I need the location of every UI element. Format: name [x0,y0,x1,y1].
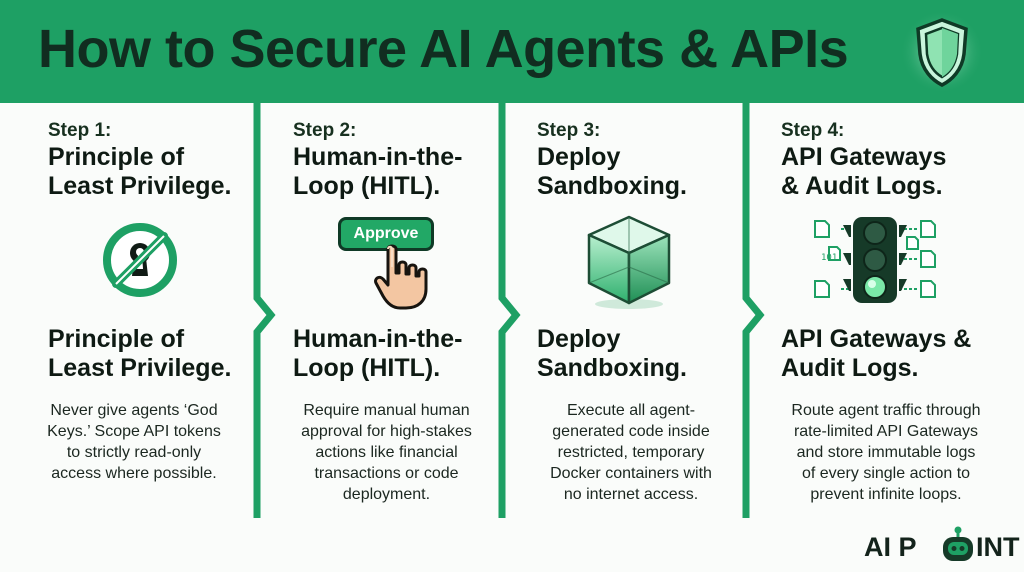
page-title: How to Secure AI Agents & APIs [38,19,849,79]
step-card-3: Step 3: Deploy Sandboxing. Deploy Sandbo… [521,103,741,518]
step-heading: Principle of Least Privilege. [48,325,232,382]
step-number: Step 1: [48,120,112,141]
step-description: Execute all agent- generated code inside… [550,402,712,503]
step-title: Human-in-the- Loop (HITL). [293,143,463,200]
column-divider [742,103,765,518]
step-title: API Gateways & Audit Logs. [781,143,947,200]
column-divider [253,103,276,518]
header-banner: How to Secure AI Agents & APIs [0,0,1024,103]
step-description: Never give agents ‘God Keys.’ Scope API … [47,402,221,482]
step-number: Step 2: [293,120,357,141]
no-key-icon [103,223,177,297]
step-number: Step 4: [781,120,845,141]
step-card-4: Step 4: API Gateways & Audit Logs. 101 A… [765,103,1024,518]
approve-button[interactable]: Approve [338,217,434,251]
step-card-1: Step 1: Principle of Least Privilege. Pr… [0,103,252,518]
approve-button-label: Approve [353,225,419,242]
traffic-light-icon [814,217,936,303]
logo-text-right: INT [976,532,1020,562]
step-number: Step 3: [537,120,601,141]
ai-point-logo: AI P INT [864,526,1020,566]
column-divider [498,103,521,518]
step-card-2: Step 2: Human-in-the- Loop (HITL). Appro… [276,103,497,518]
step-title: Deploy Sandboxing. [537,143,687,200]
shield-icon [900,10,984,94]
pointing-hand-icon [374,244,428,310]
logo-text-left: AI P [864,532,917,562]
binary-label: 101 [821,253,838,263]
step-description: Route agent traffic through rate-limited… [791,402,981,503]
step-heading: Deploy Sandboxing. [537,325,687,382]
glass-cube-icon [587,215,671,309]
step-heading: API Gateways & Audit Logs. [781,325,972,382]
robot-head-icon [943,526,973,561]
step-title: Principle of Least Privilege. [48,143,232,200]
step-heading: Human-in-the- Loop (HITL). [293,325,463,382]
step-description: Require manual human approval for high-s… [301,402,472,503]
